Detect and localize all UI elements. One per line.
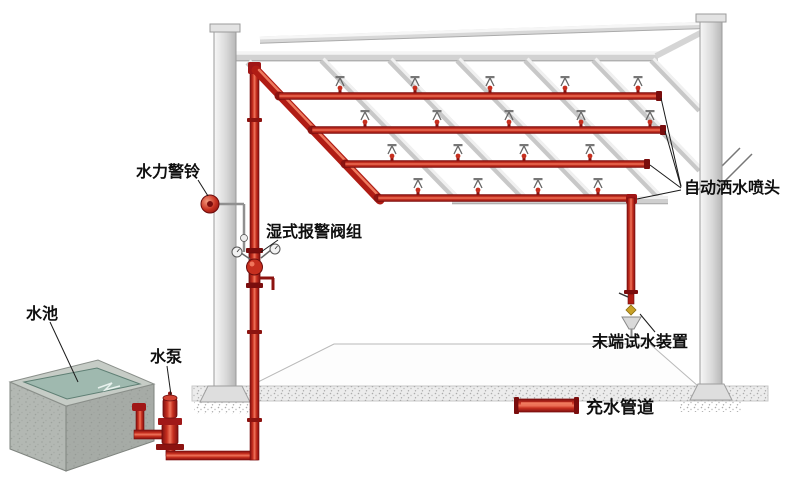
label-pump: 水泵 (150, 347, 182, 366)
branch-pipe-3 (344, 160, 649, 168)
tank-water-surface (22, 367, 142, 400)
pointer-alarm-bell (197, 179, 209, 197)
pump-casing (161, 423, 179, 445)
pointer-wet-valve (260, 239, 279, 253)
pointer-end-test (639, 313, 656, 333)
branch-end-cap (644, 159, 650, 169)
test-funnel (621, 316, 642, 330)
pointer-sprinkler-1 (660, 97, 682, 187)
test-valve-handle (618, 292, 629, 298)
water-highlight (97, 382, 121, 392)
legend: 充水管道 (514, 397, 654, 417)
left-column-cap (209, 23, 241, 33)
ceiling-joist (649, 57, 703, 113)
labels: 水力警铃 湿式报警阀组 水池 水泵 自动洒水喷头 末端试水装置 (26, 162, 780, 366)
left-footing-soil (194, 401, 254, 414)
sprinkler-head (386, 143, 398, 162)
label-pool: 水池 (26, 304, 58, 323)
label-alarm-bell: 水力警铃 (136, 162, 200, 181)
sprinkler-head (452, 143, 464, 162)
label-wet-valve-group: 湿式报警阀组 (265, 222, 362, 241)
test-valve-body (627, 293, 635, 305)
trim-gauge (240, 234, 248, 242)
fire-pump (156, 391, 184, 450)
end-test-device (618, 290, 642, 338)
legend-pipe-label: 充水管道 (586, 397, 654, 417)
suction-pipe (133, 429, 163, 440)
floor (191, 343, 769, 414)
test-drop-pipe (626, 197, 636, 293)
pump-base-plate (156, 444, 184, 450)
gauge-needle (236, 248, 240, 253)
legend-pipe-flange (574, 397, 579, 414)
suction-elbow (132, 403, 146, 411)
gauge-stem (260, 249, 272, 259)
pump-flange (158, 418, 182, 425)
branch-pipe-1 (278, 92, 661, 100)
branch-pipe-4 (377, 194, 633, 202)
pump-motor-cap (162, 394, 178, 402)
sprinkler-head (584, 143, 596, 162)
right-footing-soil (680, 399, 742, 412)
front-top-beam (230, 51, 658, 62)
pointer-lines (49, 97, 682, 396)
sprinkler-head (412, 177, 424, 196)
alarm-bell-hub (207, 201, 213, 207)
bottom-run-pipe (165, 450, 259, 461)
tank-texture (10, 382, 66, 471)
gauge-needle (274, 245, 278, 250)
pointer-sprinkler-3 (649, 164, 682, 189)
sprinkler-head (559, 75, 571, 94)
sprinkler-head (632, 75, 644, 94)
branch-end-cap (660, 125, 666, 135)
left-column-footing (199, 385, 251, 403)
ground-texture (192, 386, 768, 401)
ceiling-joist (591, 57, 703, 173)
right-column-cap (695, 13, 727, 23)
feed-main-pipe (251, 65, 385, 205)
pointer-pool (49, 321, 79, 383)
riser-flange (247, 330, 262, 334)
label-end-test-device: 末端试水装置 (592, 332, 688, 351)
riser-flange (247, 418, 262, 422)
branch-pipe-2 (311, 126, 665, 134)
sprinkler-head (518, 143, 530, 162)
back-top-beam (259, 21, 715, 44)
right-column (689, 13, 733, 401)
valve-bulge (246, 258, 263, 276)
hydraulic-alarm-bell (200, 194, 248, 252)
sprinkler-head (532, 177, 544, 196)
legend-pipe-sample (517, 398, 577, 413)
water-tank (8, 359, 156, 472)
test-flange (624, 290, 638, 294)
gauge-stem (240, 252, 251, 260)
label-sprinklers: 自动洒水喷头 (684, 178, 780, 197)
wet-alarm-valve-group (231, 243, 281, 290)
pointer-pump (166, 365, 172, 396)
pointer-sprinkler-4 (636, 189, 682, 200)
pointer-sprinkler-2 (664, 130, 682, 188)
branch-end-cap (656, 91, 662, 101)
sprinkler-head (472, 177, 484, 196)
test-sprinkler-brass (625, 304, 637, 316)
riser-flange (247, 118, 262, 122)
valve-bulge-highlight (249, 261, 255, 267)
sprinkler-head (592, 177, 604, 196)
valve-upper-flange (246, 248, 263, 253)
right-column-footing (689, 383, 733, 401)
valve-lower-flange (246, 283, 263, 288)
